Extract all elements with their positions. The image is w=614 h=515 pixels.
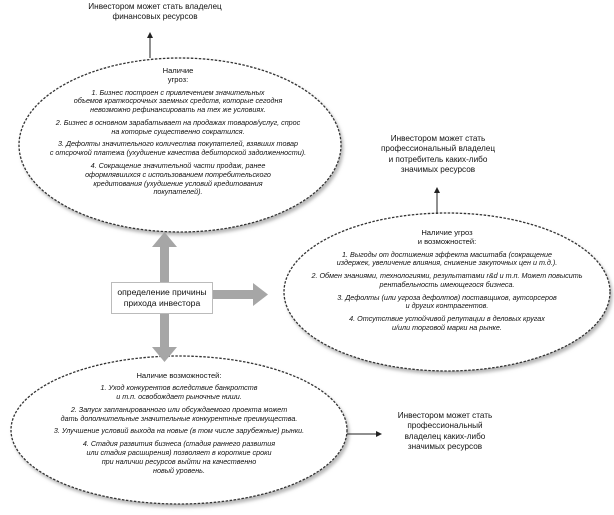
threats-opportunities-text: Наличие угроз и возможностей: 1. Выгоды … <box>311 228 583 332</box>
grey-arrow-right <box>212 283 268 306</box>
grey-arrow-down <box>152 312 177 362</box>
threats-opportunities-ellipse <box>283 212 611 372</box>
grey-arrow-up <box>152 232 177 282</box>
bottom-result-label: Инвестором может стать профессиональный … <box>397 411 493 451</box>
right-result-label: Инвестором может стать профессиональный … <box>380 134 496 174</box>
central-concept-box: определение причины прихода инвестора <box>111 282 213 314</box>
opportunities-text: Наличие возможностей: 1. Уход конкуренто… <box>53 371 305 475</box>
opportunities-ellipse <box>10 355 348 505</box>
threats-text: Наличие угроз: 1. Бизнес построен с прив… <box>49 66 307 197</box>
top-result-label: Инвестором может стать владелец финансов… <box>88 2 222 22</box>
threats-ellipse <box>18 57 342 233</box>
